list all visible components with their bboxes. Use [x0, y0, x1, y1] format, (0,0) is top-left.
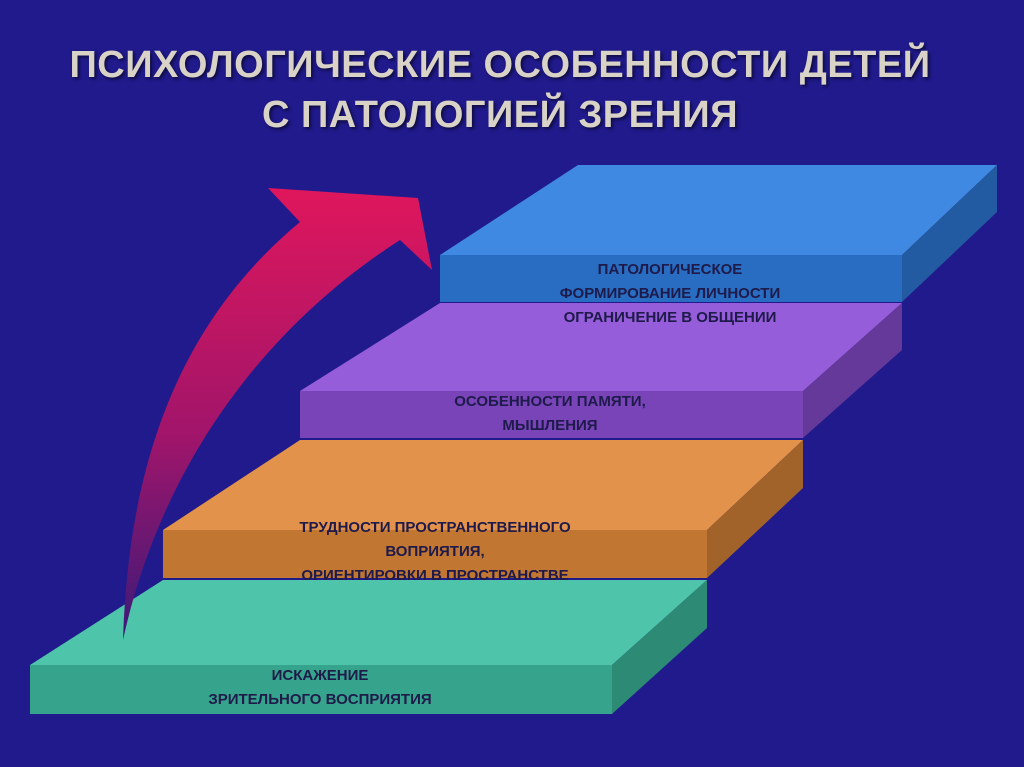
title-line-1: ПСИХОЛОГИЧЕСКИЕ ОСОБЕННОСТИ ДЕТЕЙ	[69, 44, 931, 86]
step-3-front	[300, 391, 803, 438]
step-1-side	[612, 580, 707, 714]
step-2-front	[163, 530, 707, 578]
step-4-side	[902, 165, 997, 302]
step-1-front	[30, 665, 612, 714]
step-3-label: ОСОБЕННОСТИ ПАМЯТИ, МЫШЛЕНИЯ	[390, 390, 710, 438]
step-4-front	[440, 255, 902, 302]
step-2	[163, 440, 803, 578]
step-2-label: ТРУДНОСТИ ПРОСТРАНСТВЕННОГО ВОПРИЯТИЯ, ОРИ…	[240, 516, 630, 588]
step-3-label-line: МЫШЛЕНИЯ	[502, 417, 598, 434]
step-2-label-line: ВОПРИЯТИЯ,	[385, 543, 485, 560]
step-4-label-line: ПАТОЛОГИЧЕСКОЕ	[597, 261, 743, 278]
step-4-label-line: ОГРАНИЧЕНИЕ В ОБЩЕНИИ	[563, 309, 777, 326]
step-2-side	[707, 440, 803, 578]
step-1-label-line: ЗРИТЕЛЬНОГО ВОСПРИЯТИЯ	[208, 691, 432, 708]
step-4	[440, 165, 997, 302]
step-1-label: ИСКАЖЕНИЕ ЗРИТЕЛЬНОГО ВОСПРИЯТИЯ	[130, 664, 510, 712]
step-1	[30, 580, 707, 714]
step-2-label-line: ТРУДНОСТИ ПРОСТРАНСТВЕННОГО	[299, 519, 571, 536]
step-4-label: ПАТОЛОГИЧЕСКОЕ ФОРМИРОВАНИЕ ЛИЧНОСТИ ОГРАН…	[510, 258, 830, 330]
title-line-2: С ПАТОЛОГИЕЙ ЗРЕНИЯ	[261, 94, 739, 136]
slide-title: ПСИХОЛОГИЧЕСКИЕ ОСОБЕННОСТИ ДЕТЕЙ С ПАТО…	[0, 40, 1000, 140]
step-3-side	[803, 303, 902, 438]
step-4-top	[440, 165, 997, 255]
step-1-top	[30, 580, 707, 665]
step-2-top	[163, 440, 803, 530]
step-3-top	[300, 303, 902, 391]
upward-arrow-icon	[123, 188, 432, 640]
step-3-label-line: ОСОБЕННОСТИ ПАМЯТИ,	[454, 393, 646, 410]
step-4-label-line: ФОРМИРОВАНИЕ ЛИЧНОСТИ	[559, 285, 781, 302]
step-3	[300, 303, 902, 438]
step-1-label-line: ИСКАЖЕНИЕ	[271, 667, 369, 684]
step-2-label-line: ОРИЕНТИРОВКИ В ПРОСТРАНСТВЕ	[301, 567, 569, 584]
